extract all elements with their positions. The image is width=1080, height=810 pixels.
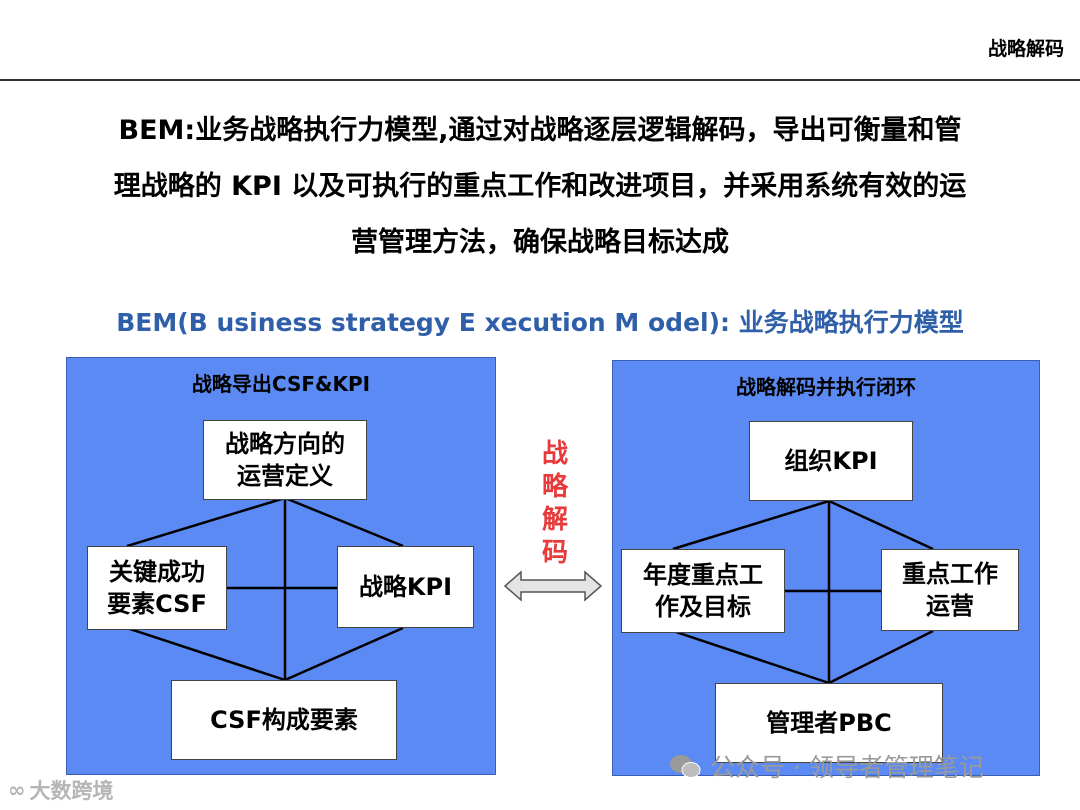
annual-goals-box: 年度重点工 作及目标: [621, 549, 785, 633]
box-line: 组织KPI: [784, 447, 878, 475]
box-line: 战略KPI: [358, 573, 453, 601]
watermark-logo-text: 大数跨境: [29, 779, 114, 803]
watermark: 公众号 · 领导者管理笔记: [668, 748, 984, 784]
left-panel-title: 战略导出CSF&KPI: [191, 372, 371, 396]
connector-line: [126, 626, 286, 682]
intro-line: BEM:业务战略执行力模型,通过对战略逐层逻辑解码，导出可衡量和管: [118, 115, 962, 146]
box-line: 年度重点工: [643, 561, 763, 589]
left-panel: 战略导出CSF&KPI 战略方向的 运营定义 关键成功 要素CSF 战略KPI …: [66, 357, 496, 775]
box-line: 运营定义: [237, 462, 333, 490]
operations-definition-box: 战略方向的 运营定义: [203, 420, 367, 500]
center-label-char: 略: [541, 472, 568, 502]
org-kpi-box: 组织KPI: [749, 421, 913, 501]
box-line: 关键成功: [109, 558, 205, 586]
csf-box: 关键成功 要素CSF: [87, 546, 227, 630]
connector-line: [284, 626, 404, 682]
header-title: 战略解码: [987, 38, 1064, 60]
watermark-logo: ∞ 大数跨境: [8, 775, 114, 805]
connector-line: [672, 499, 830, 551]
header-divider: [0, 79, 1080, 81]
box-line: 重点工作: [902, 560, 998, 588]
connector-line: [828, 629, 934, 685]
connector-line: [126, 496, 286, 548]
watermark-text: 公众号 · 领导者管理笔记: [710, 753, 984, 782]
connector-line: [828, 499, 934, 551]
center-label-char: 战: [541, 439, 568, 469]
key-work-operations-box: 重点工作 运营: [881, 549, 1019, 631]
right-panel-title: 战略解码并执行闭环: [736, 375, 916, 399]
wechat-icon: [670, 755, 701, 778]
box-line: 战略方向的: [225, 430, 345, 458]
connector-line: [672, 629, 830, 685]
center-label-char: 码: [541, 538, 568, 568]
right-panel-connectors: [672, 499, 934, 685]
intro-line: 理战略的 KPI 以及可执行的重点工作和改进项目，并采用系统有效的运: [113, 171, 967, 202]
box-line: 管理者PBC: [766, 709, 892, 737]
center-label: 战 略 解 码: [530, 438, 580, 570]
intro-text: BEM:业务战略执行力模型,通过对战略逐层逻辑解码，导出可衡量和管 理战略的 K…: [60, 103, 1020, 271]
connector-line: [284, 496, 404, 548]
brand-logo-icon: ∞: [8, 778, 26, 802]
double-arrow-icon: [503, 570, 603, 602]
model-title: BEM(B usiness strategy E xecution M odel…: [116, 308, 964, 337]
box-line: 运营: [926, 592, 974, 620]
box-line: 作及目标: [655, 593, 751, 621]
csf-elements-box: CSF构成要素: [171, 680, 397, 760]
center-label-char: 解: [541, 505, 568, 535]
box-line: 要素CSF: [107, 590, 207, 618]
right-panel: 战略解码并执行闭环 组织KPI 年度重点工 作及目标 重点工作 运营 管理者PB…: [612, 360, 1040, 776]
intro-line: 营管理方法，确保战略目标达成: [351, 227, 729, 258]
box-line: CSF构成要素: [210, 706, 358, 734]
strategy-kpi-box: 战略KPI: [337, 546, 474, 628]
manager-pbc-box: 管理者PBC: [715, 683, 943, 763]
